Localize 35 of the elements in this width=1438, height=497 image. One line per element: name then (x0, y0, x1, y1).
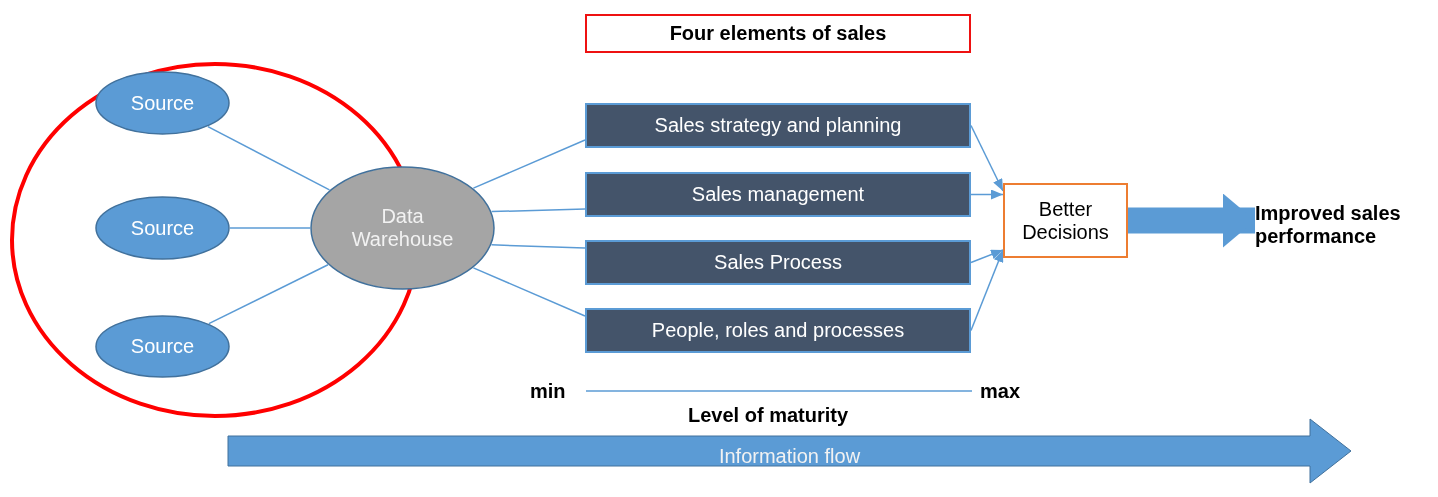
node-label: Information flow (718, 444, 861, 468)
connector-line (472, 267, 586, 317)
source-ellipse (95, 315, 230, 378)
node-label: Sales Process (714, 251, 842, 274)
connector-line (207, 125, 331, 191)
process-box (585, 172, 971, 217)
node-label: People, roles and processes (651, 319, 905, 342)
source-ellipse (95, 196, 230, 260)
node-label: Sales strategy and planning (654, 114, 902, 137)
process-box (585, 103, 971, 148)
source-ellipse (95, 71, 230, 135)
process-box (585, 308, 971, 353)
connector-line (490, 208, 586, 213)
node-label: Source (130, 335, 195, 358)
block-arrow (1128, 193, 1255, 248)
connector-line (229, 227, 311, 229)
node-label: Improved sales performance (1255, 202, 1402, 248)
decision-box (1003, 183, 1128, 258)
node-label: Sales management (691, 183, 865, 206)
arrow (970, 189, 1004, 200)
node-label: Data Warehouse (350, 205, 455, 251)
axis-title: Level of maturity (688, 404, 849, 427)
scale-min-label: min (530, 380, 566, 403)
arrow (970, 249, 1004, 264)
node-label: Four elements of sales (669, 22, 887, 45)
node-label: Source (130, 216, 195, 240)
connector-line (490, 244, 586, 249)
scale-max-label: max (980, 380, 1021, 403)
node-label: Source (130, 91, 195, 115)
data-warehouse-ellipse (310, 166, 495, 290)
process-box (585, 240, 971, 285)
connector-line (472, 139, 586, 189)
node-label: Better Decisions (1021, 197, 1110, 244)
heading-box (585, 14, 971, 53)
connector-line (208, 264, 329, 325)
